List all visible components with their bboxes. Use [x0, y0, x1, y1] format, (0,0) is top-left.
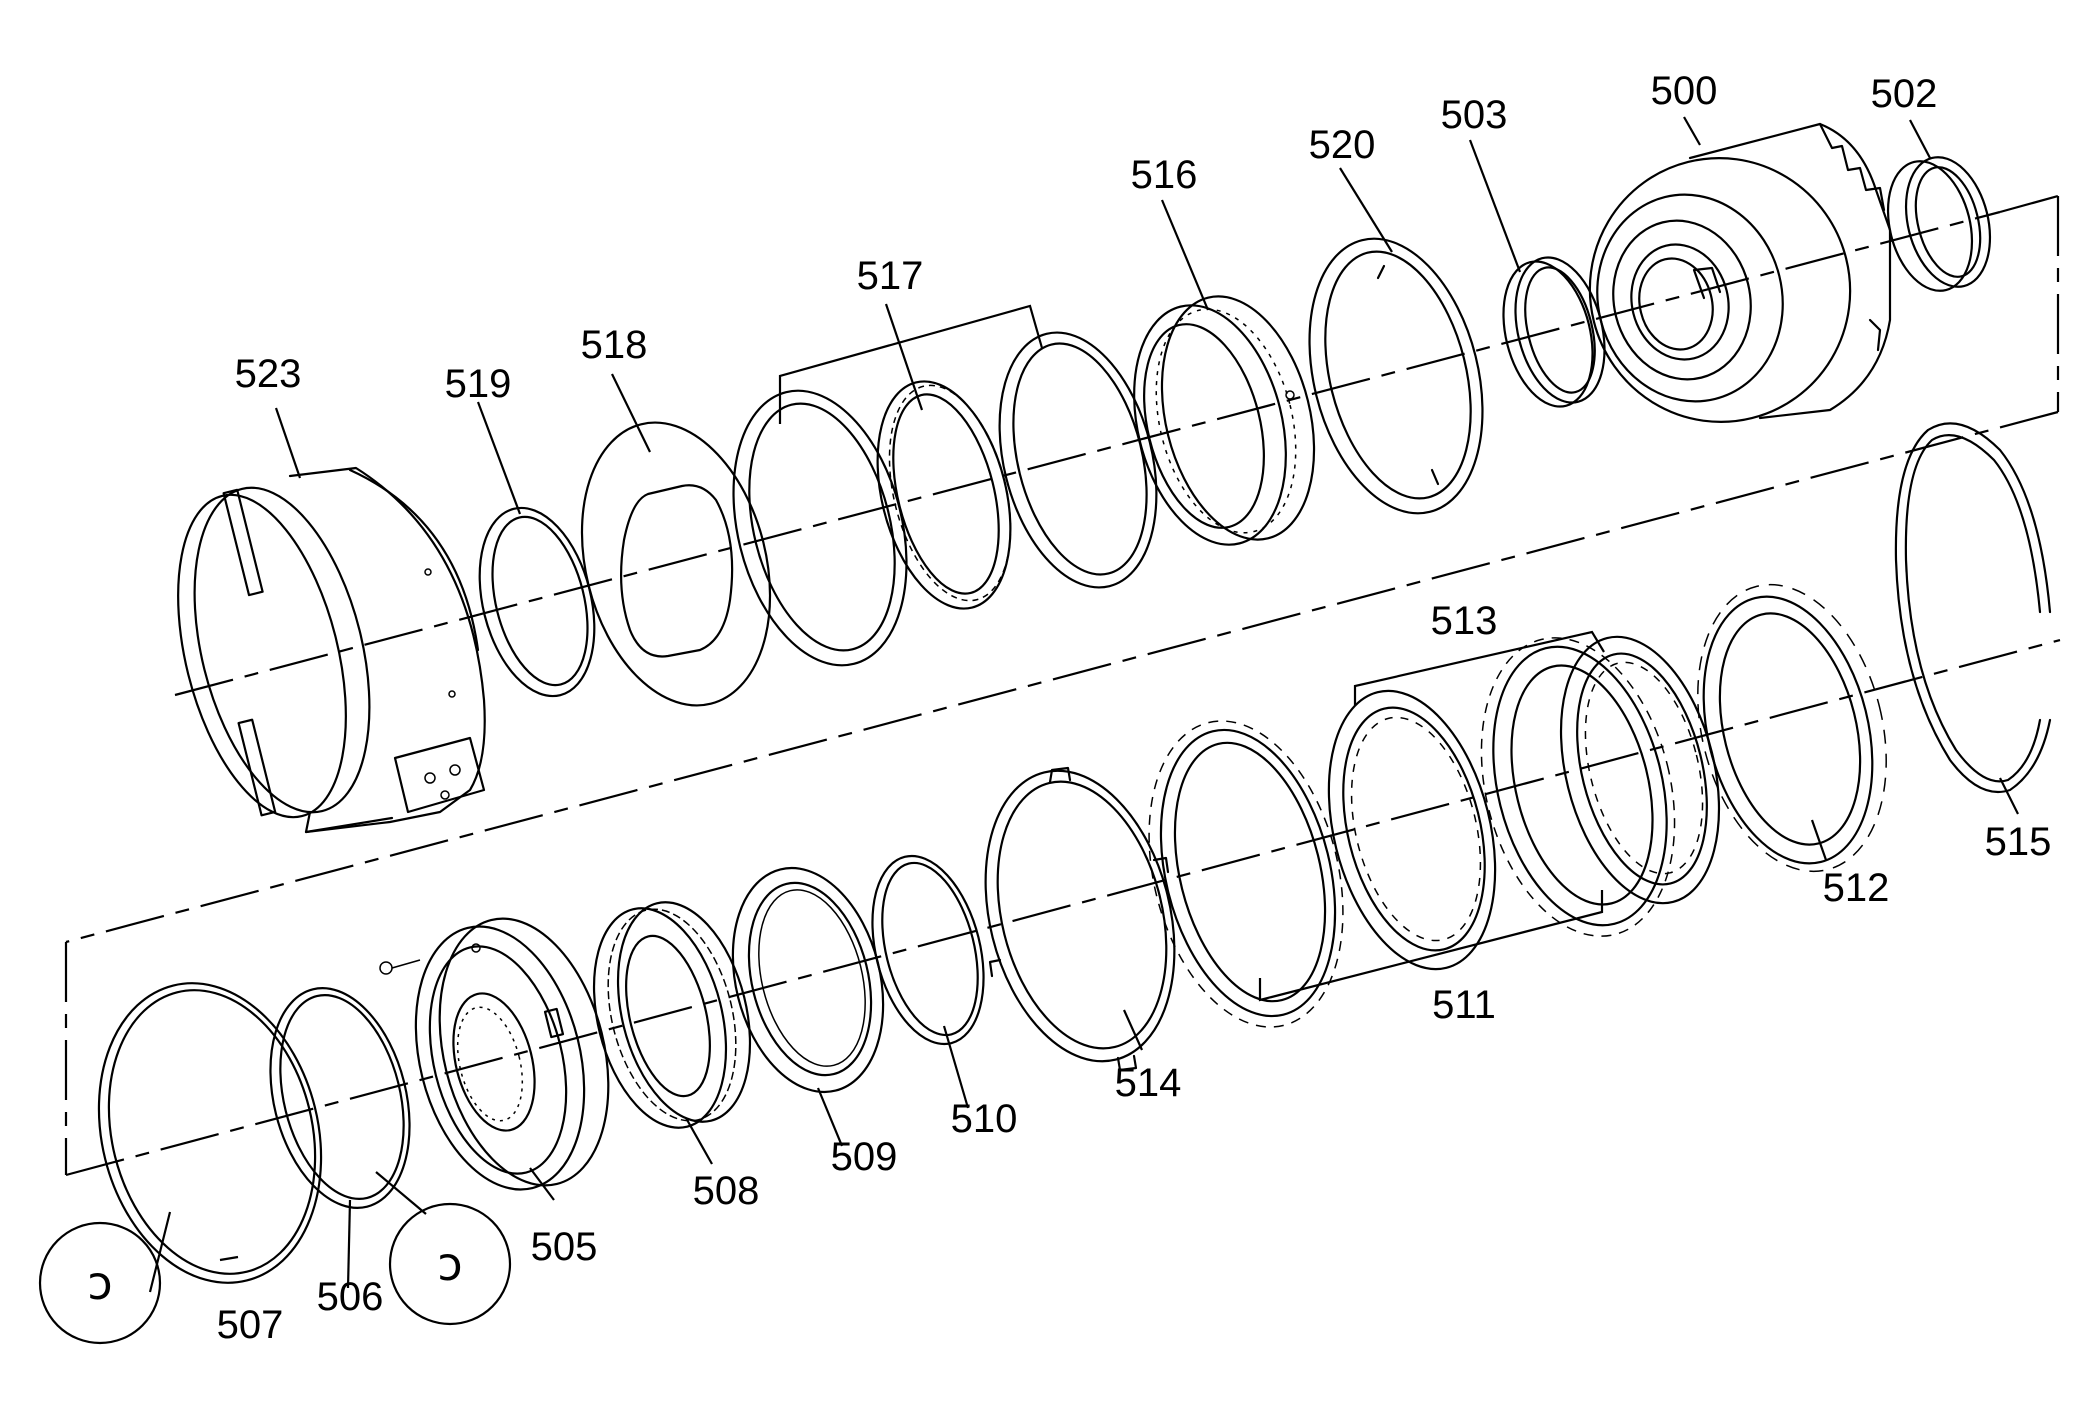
part-500-housing — [1588, 122, 1892, 423]
lube-glyph-left: ↄ — [87, 1256, 112, 1310]
part-507-seal — [97, 982, 323, 1284]
label-513: 513 — [1431, 599, 1498, 643]
part-519-snap-ring — [478, 506, 596, 698]
part-512-backing-plate — [1697, 583, 1887, 873]
label-500: 500 — [1651, 69, 1718, 113]
part-514-apply-plate — [984, 766, 1176, 1072]
label-503: 503 — [1441, 93, 1508, 137]
label-518: 518 — [581, 323, 648, 367]
label-507: 507 — [217, 1303, 284, 1347]
part-505-piston — [379, 917, 610, 1191]
part-506-seal — [269, 987, 411, 1209]
label-505: 505 — [531, 1225, 598, 1269]
label-511: 511 — [1432, 983, 1496, 1027]
part-503-bushing — [1502, 256, 1606, 408]
part-523-band — [177, 466, 486, 834]
bracket-lines — [778, 304, 1605, 1002]
part-labels: 500 502 503 520 516 517 518 519 523 513 … — [217, 69, 2052, 1347]
label-523: 523 — [235, 352, 302, 396]
part-517-bearing-assembly — [732, 331, 1158, 667]
lube-symbol-left: ↄ — [38, 1221, 162, 1345]
label-517: 517 — [857, 254, 924, 298]
part-510-snap-ring — [871, 854, 985, 1046]
part-511-513-clutch-pack — [1148, 635, 1721, 1028]
part-520-thrust-washer — [1308, 237, 1484, 515]
part-508-spring-assembly — [592, 901, 752, 1129]
label-506: 506 — [317, 1275, 384, 1319]
leader-lines — [148, 116, 2019, 1293]
label-519: 519 — [445, 362, 512, 406]
label-516: 516 — [1131, 153, 1198, 197]
label-514: 514 — [1115, 1061, 1182, 1105]
part-502-bushing — [1886, 156, 1992, 292]
label-508: 508 — [693, 1169, 760, 1213]
label-512: 512 — [1823, 866, 1890, 910]
lube-glyph-right: ↄ — [437, 1237, 462, 1291]
part-509-retainer — [731, 866, 885, 1094]
lube-symbol-right: ↄ — [388, 1202, 512, 1326]
label-502: 502 — [1871, 72, 1938, 116]
label-515: 515 — [1985, 820, 2052, 864]
label-510: 510 — [951, 1097, 1018, 1141]
part-516-clutch-hub — [1133, 295, 1316, 546]
part-518-thrust-washer — [580, 421, 772, 707]
label-509: 509 — [831, 1135, 898, 1179]
label-520: 520 — [1309, 123, 1376, 167]
part-515-snap-ring — [1894, 422, 2052, 794]
